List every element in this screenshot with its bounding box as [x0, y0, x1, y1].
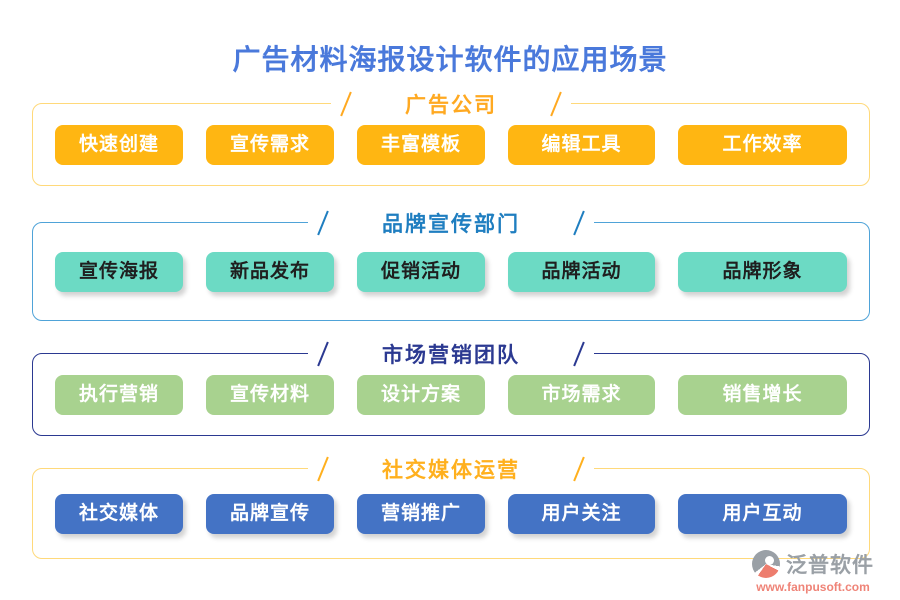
- button-row: 社交媒体 品牌宣传 营销推广 用户关注 用户互动: [33, 469, 869, 558]
- slash-decor-icon: [317, 456, 329, 482]
- section-title: 品牌宣传部门: [382, 212, 520, 236]
- button-row: 快速创建 宣传需求 丰富模板 编辑工具 工作效率: [33, 104, 869, 185]
- tag-execute-marketing: 执行营销: [55, 374, 183, 415]
- slash-decor-icon: [573, 341, 585, 367]
- button-row: 执行营销 宣传材料 设计方案 市场需求 销售增长: [33, 354, 869, 435]
- tag-user-attention: 用户关注: [508, 493, 655, 534]
- section-social-media-header: 社交媒体运营: [308, 454, 594, 484]
- button-row: 宣传海报 新品发布 促销活动 品牌活动 品牌形象: [33, 223, 869, 320]
- tag-marketing-spread: 营销推广: [357, 493, 485, 534]
- vendor-logo: 泛普软件 www.fanpusoft.com: [738, 549, 888, 594]
- tag-design-plan: 设计方案: [357, 374, 485, 415]
- section-ad-company: 广告公司 快速创建 宣传需求 丰富模板 编辑工具 工作效率: [32, 89, 870, 186]
- tag-sales-growth: 销售增长: [678, 374, 847, 415]
- section-marketing-team: 市场营销团队 执行营销 宣传材料 设计方案 市场需求 销售增长: [32, 339, 870, 436]
- section-title: 广告公司: [405, 93, 497, 117]
- slash-decor-icon: [340, 91, 352, 117]
- section-title: 市场营销团队: [382, 343, 520, 367]
- section-ad-company-header: 广告公司: [331, 89, 571, 119]
- tag-user-interaction: 用户互动: [678, 493, 847, 534]
- section-marketing-team-header: 市场营销团队: [308, 339, 594, 369]
- tag-quick-create: 快速创建: [55, 124, 183, 165]
- slash-decor-icon: [550, 91, 562, 117]
- slash-decor-icon: [317, 341, 329, 367]
- section-social-media: 社交媒体运营 社交媒体 品牌宣传 营销推广 用户关注 用户互动: [32, 454, 870, 559]
- vendor-website: www.fanpusoft.com: [756, 580, 870, 594]
- tag-new-product-launch: 新品发布: [206, 251, 334, 292]
- tag-market-demand: 市场需求: [508, 374, 655, 415]
- tag-editing-tools: 编辑工具: [508, 124, 655, 165]
- tag-promo-materials: 宣传材料: [206, 374, 334, 415]
- slash-decor-icon: [317, 210, 329, 236]
- tag-social-media: 社交媒体: [55, 493, 183, 534]
- slash-decor-icon: [573, 210, 585, 236]
- tag-work-efficiency: 工作效率: [678, 124, 847, 165]
- page-title: 广告材料海报设计软件的应用场景: [232, 45, 668, 76]
- slash-decor-icon: [573, 456, 585, 482]
- vendor-name: 泛普软件: [786, 553, 874, 577]
- section-brand-dept-header: 品牌宣传部门: [308, 208, 594, 238]
- fanpu-logo-icon: [752, 550, 780, 578]
- tag-promo-poster: 宣传海报: [55, 251, 183, 292]
- tag-sales-promotion: 促销活动: [357, 251, 485, 292]
- tag-brand-promotion: 品牌宣传: [206, 493, 334, 534]
- tag-rich-templates: 丰富模板: [357, 124, 485, 165]
- tag-brand-events: 品牌活动: [508, 251, 655, 292]
- tag-brand-image: 品牌形象: [678, 251, 847, 292]
- section-brand-dept: 品牌宣传部门 宣传海报 新品发布 促销活动 品牌活动 品牌形象: [32, 208, 870, 321]
- section-title: 社交媒体运营: [382, 458, 520, 482]
- tag-promo-needs: 宣传需求: [206, 124, 334, 165]
- vendor-logo-top: 泛普软件: [738, 549, 888, 579]
